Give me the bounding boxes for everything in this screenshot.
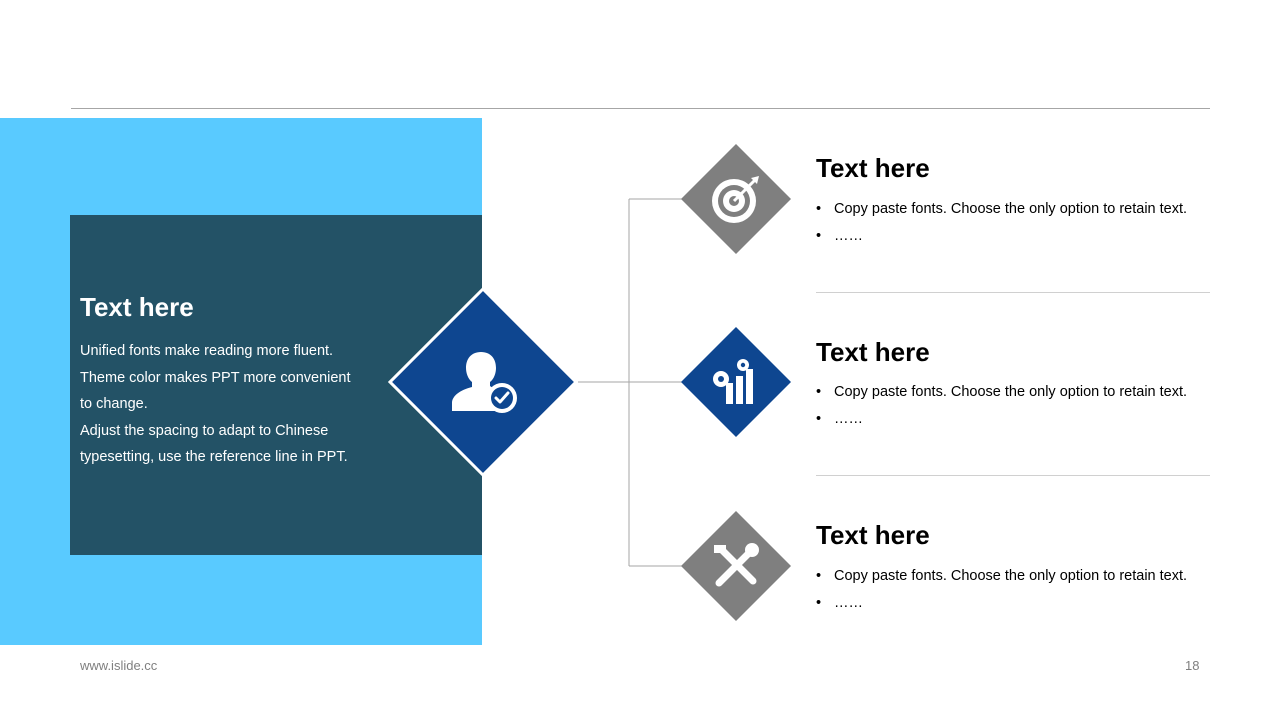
page-number: 18 bbox=[1185, 658, 1200, 673]
body-line: to change. bbox=[80, 396, 148, 412]
item-title: Text here bbox=[816, 520, 930, 550]
left-panel-body: Unified fonts make reading more fluent. … bbox=[80, 338, 370, 471]
item-diamond bbox=[681, 511, 791, 621]
item-bullet: •…… bbox=[816, 411, 863, 427]
tools-icon bbox=[714, 543, 759, 587]
item-bullet: •Copy paste fonts. Choose the only optio… bbox=[816, 201, 1188, 217]
user-check-icon bbox=[452, 352, 517, 413]
footer-url: www.islide.cc bbox=[80, 658, 158, 673]
item-bullet: •Copy paste fonts. Choose the only optio… bbox=[816, 384, 1188, 400]
body-line: Adjust the spacing to adapt to Chinese bbox=[80, 422, 329, 439]
item-diamond bbox=[681, 144, 791, 254]
chart-gears-icon bbox=[713, 359, 753, 404]
item-diamond bbox=[681, 327, 791, 437]
center-diamond bbox=[388, 287, 578, 477]
item-divider bbox=[816, 475, 1210, 476]
top-divider bbox=[71, 108, 1210, 109]
item-bullet: •Copy paste fonts. Choose the only optio… bbox=[816, 568, 1188, 584]
left-panel-title: Text here bbox=[80, 292, 194, 322]
item-bullet: •…… bbox=[816, 595, 863, 611]
item-title: Text here bbox=[816, 337, 930, 367]
body-line: typesetting, use the reference line in P… bbox=[80, 449, 348, 465]
item-bullet: •…… bbox=[816, 228, 863, 244]
body-line: Unified fonts make reading more fluent. bbox=[80, 343, 334, 359]
item-title: Text here bbox=[816, 153, 930, 183]
item-divider bbox=[816, 292, 1210, 293]
target-icon bbox=[712, 176, 759, 223]
body-line: Theme color makes PPT more convenient bbox=[80, 369, 351, 386]
